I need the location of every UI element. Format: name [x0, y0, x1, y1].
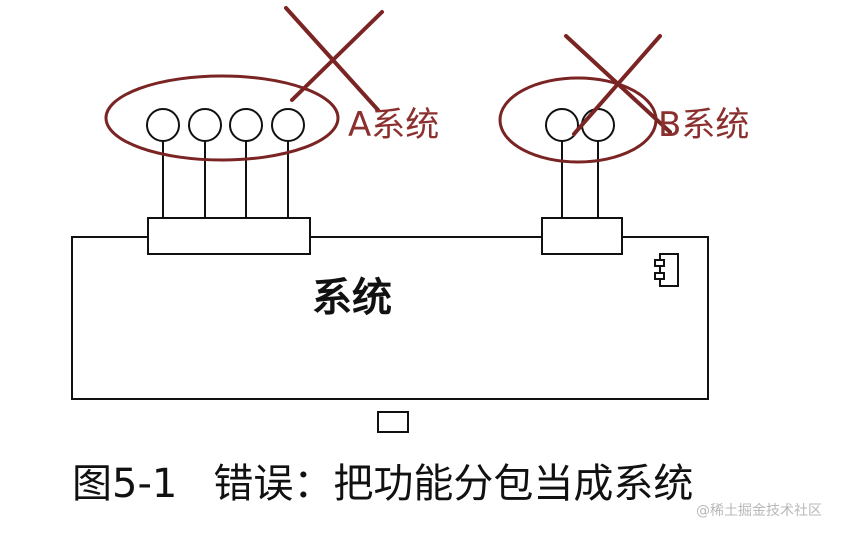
interface-circle: [545, 108, 579, 142]
main-system-label: 系统: [312, 275, 392, 321]
system-b-label: B系统: [658, 105, 750, 145]
system-a-interface-circles: [146, 108, 305, 142]
main-system-box: [71, 236, 709, 400]
interface-circle: [188, 108, 222, 142]
watermark: @稀土掘金技术社区: [696, 503, 822, 519]
component-icon: [654, 253, 679, 287]
system-b-port: [541, 217, 623, 255]
system-a-port: [147, 217, 311, 255]
system-a-label: A系统: [348, 105, 440, 145]
interface-circle: [581, 108, 615, 142]
interface-circle: [146, 108, 180, 142]
system-a-interface-stems: [162, 141, 289, 218]
system-b-interface-stems: [561, 141, 599, 218]
system-diagram: [71, 6, 709, 433]
cropped-element: [377, 411, 409, 433]
figure-caption-text: 错误：把功能分包当成系统: [213, 461, 694, 507]
interface-circle: [229, 108, 263, 142]
system-a-ellipse: [104, 74, 340, 162]
figure-number: 图5-1: [72, 461, 178, 507]
interface-circle: [271, 108, 305, 142]
figure-caption: 图5-1 错误：把功能分包当成系统: [72, 462, 693, 506]
system-a-cross-mark: [284, 6, 384, 112]
system-b-cross-mark: [564, 34, 672, 136]
